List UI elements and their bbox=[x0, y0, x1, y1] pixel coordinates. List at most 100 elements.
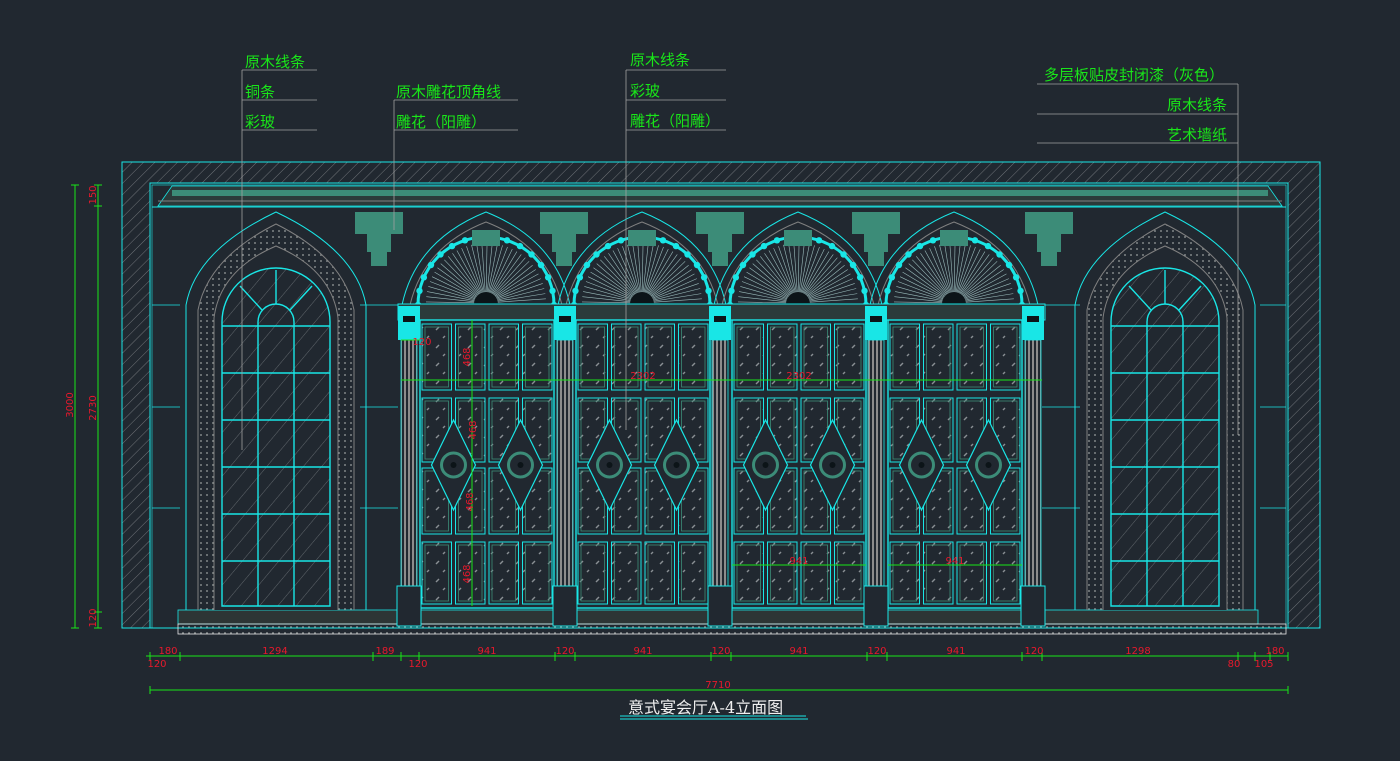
door-4 bbox=[887, 319, 1023, 609]
door-medallion bbox=[752, 451, 779, 479]
pilaster-capital bbox=[554, 306, 576, 340]
window-glass bbox=[1110, 267, 1220, 607]
door-medallion bbox=[440, 451, 467, 479]
dim-vertical-2730: 2730 bbox=[88, 395, 99, 420]
dim-189: 189 bbox=[375, 646, 394, 657]
door-glass-panel bbox=[733, 323, 764, 391]
door-medallion bbox=[908, 451, 935, 479]
arch-outline bbox=[401, 211, 571, 306]
arch-outline bbox=[713, 211, 883, 306]
fan-arch-2 bbox=[557, 211, 727, 309]
pilaster-shaft bbox=[556, 339, 574, 587]
dim-sub-80: 80 bbox=[1228, 659, 1241, 670]
dim-panel-468-4: 468 bbox=[462, 564, 473, 583]
dim-941-4: 941 bbox=[946, 646, 965, 657]
pilaster-shaft bbox=[711, 339, 729, 587]
pilaster-shaft bbox=[1024, 339, 1042, 587]
door-glass-panel bbox=[488, 323, 519, 391]
window-outer-arch bbox=[185, 211, 367, 610]
door-glass-panel bbox=[889, 323, 920, 391]
dim-180-right: 180 bbox=[1265, 646, 1284, 657]
dim-941-1: 941 bbox=[477, 646, 496, 657]
pilaster-capital bbox=[1022, 306, 1044, 340]
carved-ornament-4 bbox=[852, 212, 900, 266]
leader-lines bbox=[241, 69, 1239, 450]
pilaster-5 bbox=[1020, 306, 1046, 627]
dim-120-2: 120 bbox=[711, 646, 730, 657]
carved-ornaments bbox=[355, 212, 1073, 266]
annotation-stained-glass-left: 彩玻 bbox=[245, 113, 276, 131]
dim-sub-105: 105 bbox=[1254, 659, 1273, 670]
door-glass-panel bbox=[421, 323, 452, 391]
window-outer-arch bbox=[1074, 211, 1256, 610]
pilaster-2 bbox=[552, 306, 578, 627]
arch-outline bbox=[869, 211, 1039, 306]
door-glass-panel bbox=[488, 541, 519, 605]
wall-panel-lines bbox=[152, 304, 1286, 509]
carved-ornament-1 bbox=[355, 212, 403, 266]
dim-panel-468-2: 468 bbox=[468, 420, 479, 439]
dim-sub-120-left: 120 bbox=[147, 659, 166, 670]
annotation-copper-strip: 铜条 bbox=[245, 83, 276, 101]
pilaster-1 bbox=[396, 306, 422, 627]
door-medallion bbox=[819, 451, 846, 479]
dimension-texts: 180 1294 189 941 120 941 120 941 120 941… bbox=[65, 185, 1285, 691]
arch-outline bbox=[557, 211, 727, 306]
pilaster-base bbox=[396, 585, 422, 627]
door-glass-panel bbox=[421, 541, 452, 605]
door-glass-panel bbox=[990, 323, 1021, 391]
dim-120-1: 120 bbox=[555, 646, 574, 657]
door-glass-panel bbox=[577, 323, 608, 391]
fan-arches bbox=[401, 211, 1039, 309]
carved-ornament-3 bbox=[696, 212, 744, 266]
arch-keystone-ornament bbox=[472, 230, 500, 246]
arch-keystone-ornament bbox=[628, 230, 656, 246]
door-glass-panel bbox=[889, 541, 920, 605]
dim-door-2302-1: 2302 bbox=[630, 371, 655, 382]
pilaster-4 bbox=[863, 306, 889, 627]
door-glass-panel bbox=[800, 323, 831, 391]
dim-120-4: 120 bbox=[1024, 646, 1043, 657]
pilaster-shaft bbox=[400, 339, 418, 587]
fan-arch-3 bbox=[713, 211, 883, 309]
door-3 bbox=[731, 319, 867, 609]
glass-doors bbox=[397, 303, 1046, 609]
pilaster-capital bbox=[865, 306, 887, 340]
dim-sub-120-mid: 120 bbox=[408, 659, 427, 670]
door-2 bbox=[575, 319, 711, 609]
pilaster-base bbox=[707, 585, 733, 627]
annotation-relief-carving-center: 雕花（阳雕） bbox=[630, 112, 721, 130]
door-glass-panel bbox=[522, 323, 553, 391]
dim-overall-7710: 7710 bbox=[705, 680, 730, 691]
dim-1294: 1294 bbox=[262, 646, 287, 657]
door-medallion bbox=[596, 451, 623, 479]
dim-941-2: 941 bbox=[633, 646, 652, 657]
dim-1298: 1298 bbox=[1125, 646, 1150, 657]
dim-panel-468-1: 468 bbox=[462, 347, 473, 366]
annotation-stained-glass-center: 彩玻 bbox=[630, 82, 661, 100]
door-medallion bbox=[975, 451, 1002, 479]
fan-arch-1 bbox=[401, 211, 571, 309]
door-glass-panel bbox=[577, 541, 608, 605]
door-glass-panel bbox=[455, 323, 486, 391]
dim-vertical-3000: 3000 bbox=[65, 392, 76, 417]
dim-vertical-150: 150 bbox=[88, 185, 99, 204]
pilaster-3 bbox=[707, 306, 733, 627]
dim-door-941-a: 941 bbox=[789, 556, 808, 567]
door-glass-panel bbox=[834, 323, 865, 391]
door-glass-panel bbox=[956, 541, 987, 605]
arch-keystone-ornament bbox=[940, 230, 968, 246]
door-glass-panel bbox=[923, 323, 954, 391]
door-glass-panel bbox=[678, 541, 709, 605]
door-glass-panel bbox=[923, 541, 954, 605]
door-glass-panel bbox=[611, 541, 642, 605]
fan-arch-4 bbox=[869, 211, 1039, 309]
pilaster-base bbox=[863, 585, 889, 627]
annotation-veneer-plywood: 多层板贴皮封闭漆（灰色） bbox=[1044, 66, 1225, 84]
carved-ornament-2 bbox=[540, 212, 588, 266]
dim-vertical-120: 120 bbox=[88, 608, 99, 627]
dim-120-3: 120 bbox=[867, 646, 886, 657]
door-glass-panel bbox=[990, 541, 1021, 605]
door-glass-panel bbox=[834, 541, 865, 605]
fluted-pilasters bbox=[396, 306, 1046, 627]
